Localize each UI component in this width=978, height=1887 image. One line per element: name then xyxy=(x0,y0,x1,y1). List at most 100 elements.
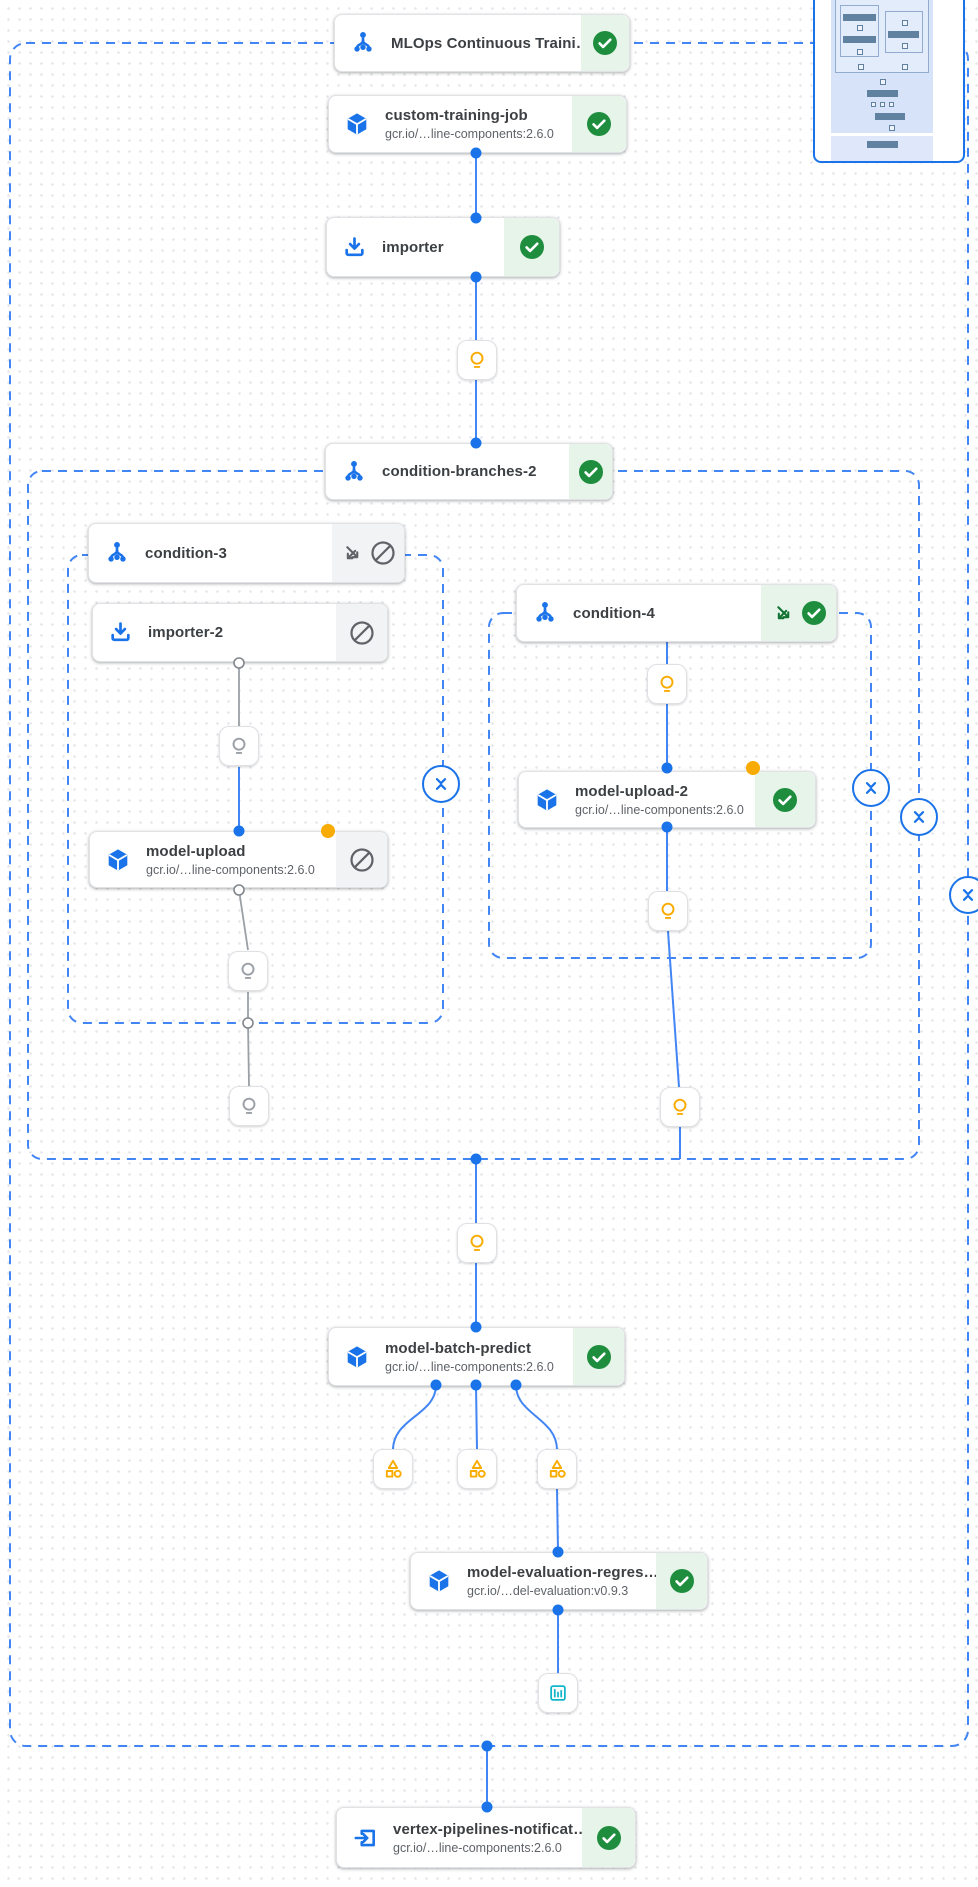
node-condition-3[interactable]: condition-3 xyxy=(88,523,405,583)
minimap-artifact xyxy=(902,64,908,70)
node-image: gcr.io/…line-components:2.6.0 xyxy=(575,802,744,817)
node-image: gcr.io/…line-components:2.6.0 xyxy=(146,862,315,877)
node-condition-branches-2[interactable]: condition-branches-2 xyxy=(325,443,613,500)
artifact-metrics[interactable] xyxy=(373,1449,413,1489)
metrics-icon xyxy=(549,1459,566,1478)
artifact-parameter-skipped[interactable] xyxy=(219,726,259,766)
cube-icon xyxy=(344,111,370,137)
skipped-icon xyxy=(349,620,374,645)
skipped-icon xyxy=(349,847,374,872)
check-circle-icon xyxy=(669,1569,694,1593)
node-model-upload-2[interactable]: model-upload-2 gcr.io/…line-components:2… xyxy=(518,771,816,828)
collapse-condition-branches-2-button[interactable] xyxy=(900,798,938,836)
artifact-parameter[interactable] xyxy=(648,891,688,931)
artifact-metrics[interactable] xyxy=(537,1449,577,1489)
minimap-group-left xyxy=(840,5,879,57)
cube-icon xyxy=(426,1568,452,1594)
collapse-icon xyxy=(435,778,447,790)
collapse-pipeline-button[interactable] xyxy=(949,876,978,914)
node-image: gcr.io/…line-components:2.6.0 xyxy=(385,127,554,141)
lightbulb-icon xyxy=(470,351,484,368)
collapse-icon xyxy=(913,811,925,823)
status-badge xyxy=(573,1328,624,1385)
lightbulb-icon xyxy=(242,1097,256,1114)
edges xyxy=(238,153,681,1807)
collapse-icon xyxy=(962,889,974,901)
minimap-artifact xyxy=(857,25,863,31)
node-mlops-pipeline[interactable]: MLOps Continuous Traini… xyxy=(334,14,630,72)
lightbulb-icon xyxy=(232,737,246,754)
node-model-batch-predict[interactable]: model-batch-predict gcr.io/…line-compone… xyxy=(328,1327,625,1386)
artifact-parameter[interactable] xyxy=(457,1223,497,1263)
check-circle-icon xyxy=(587,112,611,136)
node-condition-4[interactable]: condition-4 xyxy=(516,584,837,642)
node-title: importer xyxy=(382,238,444,256)
pipeline-icon xyxy=(104,540,130,566)
check-circle-icon xyxy=(519,235,544,259)
check-circle-icon xyxy=(596,1825,621,1850)
node-image: gcr.io/…line-components:2.6.0 xyxy=(385,1359,554,1374)
status-badge xyxy=(504,218,559,276)
minimap-footer-region xyxy=(831,136,933,161)
minimap-node xyxy=(888,31,919,38)
status-badge xyxy=(656,1553,707,1609)
status-badge xyxy=(761,585,836,641)
status-badge xyxy=(755,772,815,827)
node-importer[interactable]: importer xyxy=(326,217,560,277)
node-title: importer-2 xyxy=(148,624,224,641)
check-circle-icon xyxy=(593,31,617,55)
minimap-artifact xyxy=(880,79,886,85)
status-badge xyxy=(581,15,629,71)
minimap-artifact xyxy=(889,125,895,131)
status-badge xyxy=(336,832,387,887)
node-custom-training-job[interactable]: custom-training-job gcr.io/…line-compone… xyxy=(328,95,627,153)
collapse-condition-3-button[interactable] xyxy=(422,765,460,803)
collapse-condition-4-button[interactable] xyxy=(852,769,890,807)
artifact-parameter[interactable] xyxy=(457,340,497,380)
artifact-evaluation-chart[interactable] xyxy=(538,1673,578,1713)
lightbulb-icon xyxy=(661,902,675,919)
node-title: condition-3 xyxy=(145,544,227,562)
pipeline-icon xyxy=(350,30,376,56)
node-model-evaluation-regression[interactable]: model-evaluation-regres… gcr.io/…del-eva… xyxy=(410,1552,708,1610)
artifact-parameter[interactable] xyxy=(647,664,687,704)
lightbulb-icon xyxy=(241,962,255,979)
pipeline-icon xyxy=(341,459,367,485)
minimap-node xyxy=(867,141,898,148)
artifact-parameter-skipped[interactable] xyxy=(228,951,268,991)
node-image: gcr.io/…del-evaluation:v0.9.3 xyxy=(467,1584,629,1598)
minimap-artifact xyxy=(857,49,863,55)
minimap-node xyxy=(843,36,876,43)
node-model-upload[interactable]: model-upload gcr.io/…line-components:2.6… xyxy=(89,831,388,888)
status-badge xyxy=(336,604,387,661)
artifact-metrics[interactable] xyxy=(457,1449,497,1489)
status-badge xyxy=(332,524,404,582)
node-title: model-upload-2 xyxy=(575,782,689,800)
chart-icon xyxy=(550,1685,566,1701)
status-badge xyxy=(572,96,626,152)
lightbulb-icon xyxy=(470,1234,484,1251)
minimap-artifact xyxy=(880,102,885,107)
node-title: condition-branches-2 xyxy=(382,463,537,480)
minimap-artifact xyxy=(871,102,876,107)
node-vertex-pipelines-notification[interactable]: vertex-pipelines-notificat… gcr.io/…line… xyxy=(336,1807,636,1868)
node-title: vertex-pipelines-notificat… xyxy=(393,1820,589,1838)
pipeline-icon xyxy=(532,600,558,626)
subdag-arrows-icon xyxy=(346,545,359,559)
check-circle-icon xyxy=(578,459,603,484)
node-importer-2[interactable]: importer-2 xyxy=(92,603,388,662)
cube-icon xyxy=(105,847,131,873)
artifact-parameter[interactable] xyxy=(660,1087,700,1127)
metrics-icon xyxy=(469,1459,486,1478)
cube-icon xyxy=(534,787,560,813)
node-title: MLOps Continuous Traini… xyxy=(391,34,591,52)
download-icon xyxy=(342,235,367,260)
status-badge xyxy=(569,444,612,499)
cube-icon xyxy=(344,1344,370,1370)
node-title: model-evaluation-regres… xyxy=(467,1564,659,1581)
minimap-node xyxy=(843,14,876,21)
artifact-parameter-skipped[interactable] xyxy=(229,1086,269,1126)
minimap[interactable] xyxy=(813,0,965,163)
node-title: model-batch-predict xyxy=(385,1339,532,1357)
